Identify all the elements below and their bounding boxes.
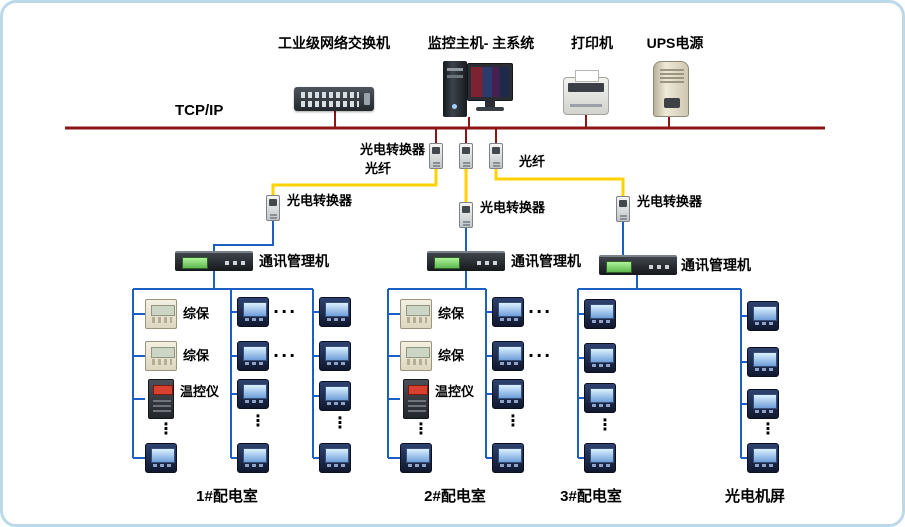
monitor-icon — [467, 63, 513, 111]
room-label-2: 2#配电室 — [424, 488, 486, 505]
power-meter-icon — [492, 379, 524, 409]
host-label: 监控主机- 主系统 — [427, 35, 535, 51]
power-meter-icon — [237, 443, 269, 473]
optical-converter-icon — [459, 143, 473, 169]
ellipsis-horizontal: ··· — [528, 346, 553, 365]
ellipsis-vertical: ⋮ — [250, 411, 266, 430]
optical-converter-icon — [429, 143, 443, 169]
network-switch-icon — [294, 87, 374, 111]
printer-label: 打印机 — [571, 35, 613, 51]
bus-device-stubs — [334, 111, 670, 143]
converter-row1-label: 光电转换器 — [359, 142, 425, 157]
ellipsis-vertical: ⋮ — [760, 419, 776, 438]
ups-label: UPS电源 — [646, 35, 704, 51]
protection-relay-icon — [145, 341, 177, 371]
power-meter-icon — [747, 347, 779, 377]
ellipsis-vertical: ⋮ — [158, 419, 174, 438]
power-meter-icon — [584, 299, 616, 329]
power-meter-icon — [319, 341, 351, 371]
power-meter-icon — [237, 379, 269, 409]
power-meter-icon — [747, 389, 779, 419]
power-meter-icon — [492, 341, 524, 371]
power-meter-icon — [584, 343, 616, 373]
protection-relay-icon — [400, 299, 432, 329]
optical-converter-icon — [459, 202, 473, 228]
converter-row2-label: 光电转换器 — [637, 194, 703, 209]
temp-controller-icon — [148, 379, 174, 419]
device-data-lines — [132, 221, 747, 459]
power-meter-icon — [492, 443, 524, 473]
optical-converter-icon — [489, 143, 503, 169]
fiber-optic-lines — [271, 169, 625, 202]
ellipsis-vertical: ⋮ — [413, 419, 429, 438]
converter-row2-label: 光电转换器 — [480, 200, 546, 215]
room-label-3: 3#配电室 — [560, 488, 622, 505]
power-meter-icon — [584, 443, 616, 473]
converter-row2-label: 光电转换器 — [287, 193, 353, 208]
ellipsis-horizontal: ··· — [528, 302, 553, 321]
protection-relay-icon — [400, 341, 432, 371]
power-meter-icon — [747, 443, 779, 473]
ellipsis-vertical: ⋮ — [505, 411, 521, 430]
power-meter-icon — [145, 443, 177, 473]
comm-gateway-icon — [427, 251, 505, 271]
power-meter-icon — [319, 297, 351, 327]
power-meter-icon — [584, 383, 616, 413]
temp-controller-label: 温控仪 — [435, 384, 475, 399]
comm-gateway-icon — [175, 251, 253, 271]
ellipsis-vertical: ⋮ — [332, 413, 348, 432]
switch-label: 工业级网络交换机 — [278, 35, 390, 51]
temp-controller-icon — [403, 379, 429, 419]
gateway-label: 通讯管理机 — [511, 253, 581, 269]
power-meter-icon — [400, 443, 432, 473]
ellipsis-horizontal: ··· — [273, 346, 298, 365]
host-tower-icon — [443, 61, 467, 117]
printer-icon — [563, 70, 609, 115]
comm-gateway-icon — [599, 255, 677, 275]
fiber-label-right: 光纤 — [519, 154, 546, 169]
fiber-label-left: 光纤 — [365, 161, 392, 176]
room-label-1: 1#配电室 — [196, 488, 258, 505]
power-meter-icon — [492, 297, 524, 327]
power-meter-icon — [319, 381, 351, 411]
ellipsis-vertical: ⋮ — [597, 415, 613, 434]
ups-icon — [653, 61, 689, 117]
gateway-label: 通讯管理机 — [259, 253, 329, 269]
relay-label: 综保 — [438, 348, 465, 363]
connection-lines — [65, 111, 825, 459]
gateway-label: 通讯管理机 — [681, 257, 751, 273]
power-meter-icon — [747, 301, 779, 331]
room-label-4: 光电机屏 — [724, 488, 785, 505]
power-meter-icon — [237, 297, 269, 327]
optical-converter-icon — [266, 195, 280, 221]
relay-label: 综保 — [183, 348, 210, 363]
relay-label: 综保 — [438, 306, 465, 321]
ellipsis-horizontal: ··· — [273, 302, 298, 321]
power-meter-icon — [319, 443, 351, 473]
power-meter-icon — [237, 341, 269, 371]
tcpip-bus-label: TCP/IP — [175, 102, 224, 119]
protection-relay-icon — [145, 299, 177, 329]
optical-converter-icon — [616, 196, 630, 222]
relay-label: 综保 — [183, 306, 210, 321]
temp-controller-label: 温控仪 — [180, 384, 220, 399]
